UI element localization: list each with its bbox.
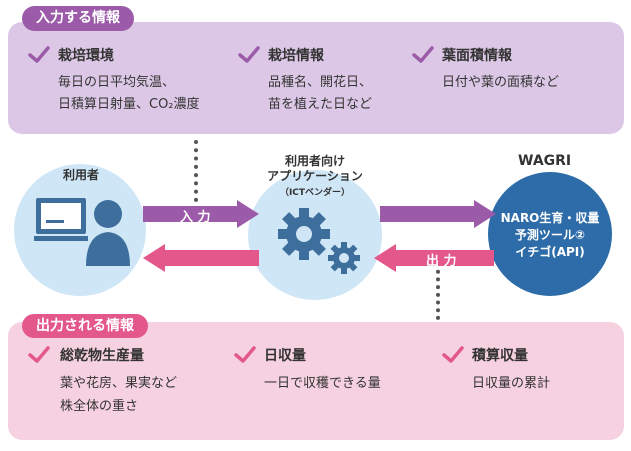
output-item-title: 積算収量: [472, 348, 528, 364]
check-icon: [412, 46, 434, 63]
output-item-text: 株全体の重さ: [60, 399, 139, 414]
output-connector-line: [436, 262, 440, 320]
gear-icon: [278, 208, 360, 274]
wagri-tool-text: NARO生育・収量 予測ツール② イチゴ(API): [500, 211, 600, 259]
output-item-title: 総乾物生産量: [60, 348, 144, 364]
input-item-text: 品種名、開花日、: [268, 75, 373, 90]
input-info-title: 入力する情報: [22, 6, 134, 31]
user-label: 利用者: [62, 168, 99, 182]
input-arrow-label: 入 力: [180, 210, 211, 225]
output-info-title: 出力される情報: [22, 314, 148, 338]
user-computer-icon: [34, 198, 130, 266]
check-icon: [442, 346, 464, 363]
input-item-text: 苗を植えた日など: [268, 97, 373, 112]
input-item-title: 葉面積情報: [442, 48, 512, 64]
app-label: 利用者向け: [284, 154, 345, 168]
check-icon: [238, 46, 260, 63]
wagri-circle: [488, 172, 612, 296]
input-item-text: 日積算日射量、CO₂濃度: [58, 97, 200, 112]
check-icon: [28, 46, 50, 63]
output-arrow-label: 出 力: [426, 254, 457, 269]
app-label: アプリケーション: [267, 169, 363, 183]
output-item-text: 日収量の累計: [472, 376, 551, 391]
output-item-text: 一日で収穫できる量: [264, 376, 381, 391]
output-item-text: 葉や花房、果実など: [60, 376, 178, 391]
output-arrow: [143, 244, 259, 272]
check-icon: [28, 346, 50, 363]
app-vendor-label: （ICTベンダー）: [279, 188, 351, 198]
output-item-title: 日収量: [264, 348, 306, 364]
check-icon: [234, 346, 256, 363]
input-item-text: 日付や葉の面積など: [442, 75, 560, 90]
input-item-title: 栽培環境: [58, 48, 114, 64]
wagri-to-app-arrow: [374, 244, 494, 272]
input-item-title: 栽培情報: [268, 48, 324, 64]
input-connector-line: [194, 140, 198, 202]
input-item-text: 毎日の日平均気温、: [58, 75, 176, 90]
input-arrow: [143, 200, 259, 228]
app-to-wagri-arrow: [380, 200, 496, 228]
wagri-label: WAGRI: [518, 153, 572, 169]
input-info-panel: [8, 22, 624, 134]
output-info-panel: [8, 322, 624, 440]
